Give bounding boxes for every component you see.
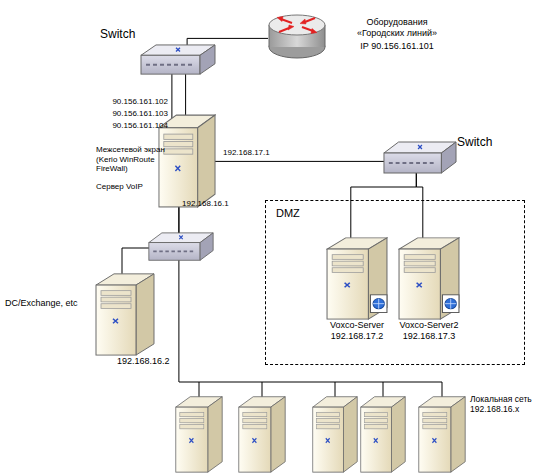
switch-icon [149, 233, 213, 260]
server-name: Voxco-Server2 [384, 320, 474, 331]
ip-address: 192.168.16.1 [182, 199, 229, 209]
dmz-zone: DMZVoxco-Server192.168.17.2Voxco-Server2… [265, 200, 525, 365]
workstation-icon [419, 397, 465, 472]
ip-address: 192.168.17.3 [384, 331, 474, 342]
switch-label: Switch [457, 135, 492, 149]
server-icon-frame [95, 272, 155, 356]
workstation-icon [239, 397, 285, 472]
network-link [416, 173, 423, 242]
server-icon-frame [326, 236, 388, 320]
switch-icon-frame [140, 44, 216, 76]
server-icon [327, 238, 387, 319]
ip-address: 192.168.17.1 [223, 148, 270, 158]
server-name: Voxco-Server [312, 320, 402, 331]
router-icon [269, 15, 325, 58]
server-caption: Сервер VoIP [96, 182, 174, 192]
ip-address: 192.168.17.2 [312, 331, 402, 342]
network-link [215, 161, 384, 162]
network-caption: Локальная сеть 192.168.16.x [470, 394, 542, 414]
router-caption: Оборудования «Городских линий» [345, 17, 449, 39]
workstation-icon [313, 397, 357, 472]
switch-icon [384, 142, 456, 173]
network-link [351, 173, 417, 242]
lan-bus [179, 382, 442, 398]
switch-icon-frame [383, 141, 457, 175]
server-icon-frame [398, 236, 460, 320]
switch-icon [141, 45, 215, 74]
ip-address: 90.156.161.102 [96, 97, 168, 107]
ip-address: 192.168.16.2 [117, 356, 170, 367]
network-link [172, 74, 186, 121]
switch-label: Switch [100, 27, 135, 41]
workstation-icon [176, 397, 222, 472]
server-icon [399, 238, 459, 319]
switch-node: Switch [383, 141, 457, 175]
router-icon-frame [267, 12, 327, 60]
web-server: Voxco-Server2192.168.17.3 [398, 236, 460, 320]
zone-label: DMZ [276, 207, 300, 220]
server-icon [96, 274, 154, 355]
server-caption: DC/Exchange, etc [5, 298, 93, 309]
local-network: Локальная сеть 192.168.16.x [168, 382, 468, 473]
workstation-icon [361, 397, 405, 472]
router-node: Оборудования «Городских линий»IP 90.156.… [267, 12, 327, 60]
ip-address: IP 90.156.161.101 [345, 41, 449, 52]
ip-address: 90.156.161.103 [96, 109, 168, 119]
domain-server: DC/Exchange, etc192.168.16.2 [95, 272, 155, 356]
ip-address: 90.156.161.104 [96, 121, 168, 131]
network-link [178, 204, 179, 382]
web-server: Voxco-Server192.168.17.2 [326, 236, 388, 320]
switch-node: Switch [140, 44, 216, 76]
server-caption: Межсетевой экран (Kerio WinRoute FireWal… [96, 145, 174, 174]
